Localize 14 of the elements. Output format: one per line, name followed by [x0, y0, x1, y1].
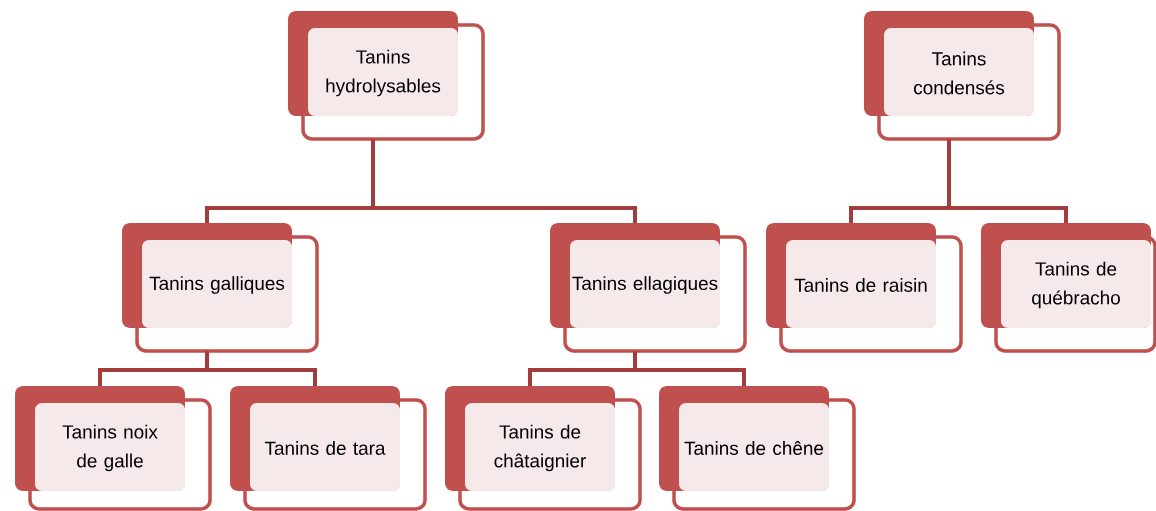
stacked-box: Tanins noix de galle — [15, 386, 212, 511]
stacked-box: Tanins condensés — [864, 11, 1061, 141]
stacked-box: Tanins de chêne — [659, 386, 856, 511]
stacked-box: Tanins de raisin — [766, 223, 963, 353]
stacked-box: Tanins galliques — [122, 223, 319, 353]
stacked-box: Tanins hydrolysables — [288, 11, 485, 141]
stacked-box: Tanins de québracho — [981, 223, 1156, 353]
stacked-box: Tanins ellagiques — [550, 223, 747, 353]
connector-line — [205, 351, 317, 386]
stacked-box: Tanins de châtaignier — [445, 386, 642, 511]
stacked-box: Tanins de tara — [230, 386, 427, 511]
connector-line — [947, 139, 1068, 223]
connector-line — [371, 139, 637, 223]
connector-line — [633, 351, 746, 386]
